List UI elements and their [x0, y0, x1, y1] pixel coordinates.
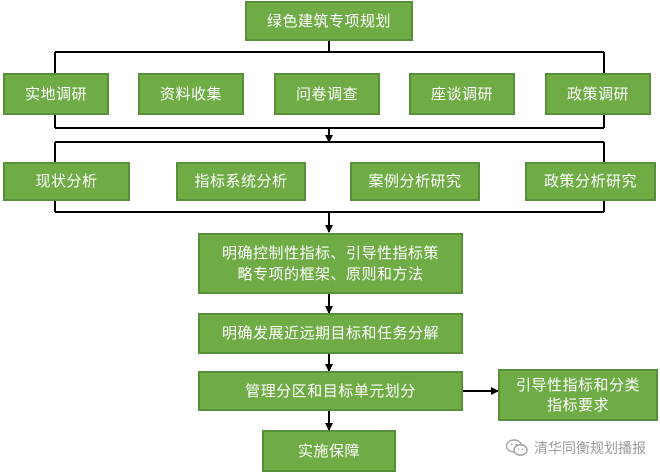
goals-box: 明确发展近远期目标和任务分解: [198, 313, 463, 354]
research-box-site-survey: 实地调研: [3, 73, 109, 115]
research-box-questionnaire: 问卷调查: [274, 73, 380, 115]
watermark: 清华同衡规划播报: [506, 438, 646, 458]
implementation-box: 实施保障: [262, 430, 396, 472]
guidance-box: 引导性指标和分类 指标要求: [498, 369, 658, 421]
wechat-icon: [506, 439, 528, 457]
analysis-box-policy: 政策分析研究: [525, 162, 656, 201]
research-box-data-collection: 资料收集: [138, 73, 244, 115]
watermark-text: 清华同衡规划播报: [534, 441, 646, 457]
analysis-box-current-status: 现状分析: [3, 162, 130, 201]
framework-box: 明确控制性指标、引导性指标策 略专项的框架、原则和方法: [198, 233, 463, 294]
analysis-box-indicator-system: 指标系统分析: [176, 162, 306, 201]
research-box-policy: 政策调研: [545, 73, 651, 115]
research-box-forum: 座谈调研: [409, 73, 515, 115]
analysis-box-case-study: 案例分析研究: [350, 162, 480, 201]
zoning-box: 管理分区和目标单元划分: [198, 371, 463, 411]
title-box: 绿色建筑专项规划: [245, 1, 413, 41]
